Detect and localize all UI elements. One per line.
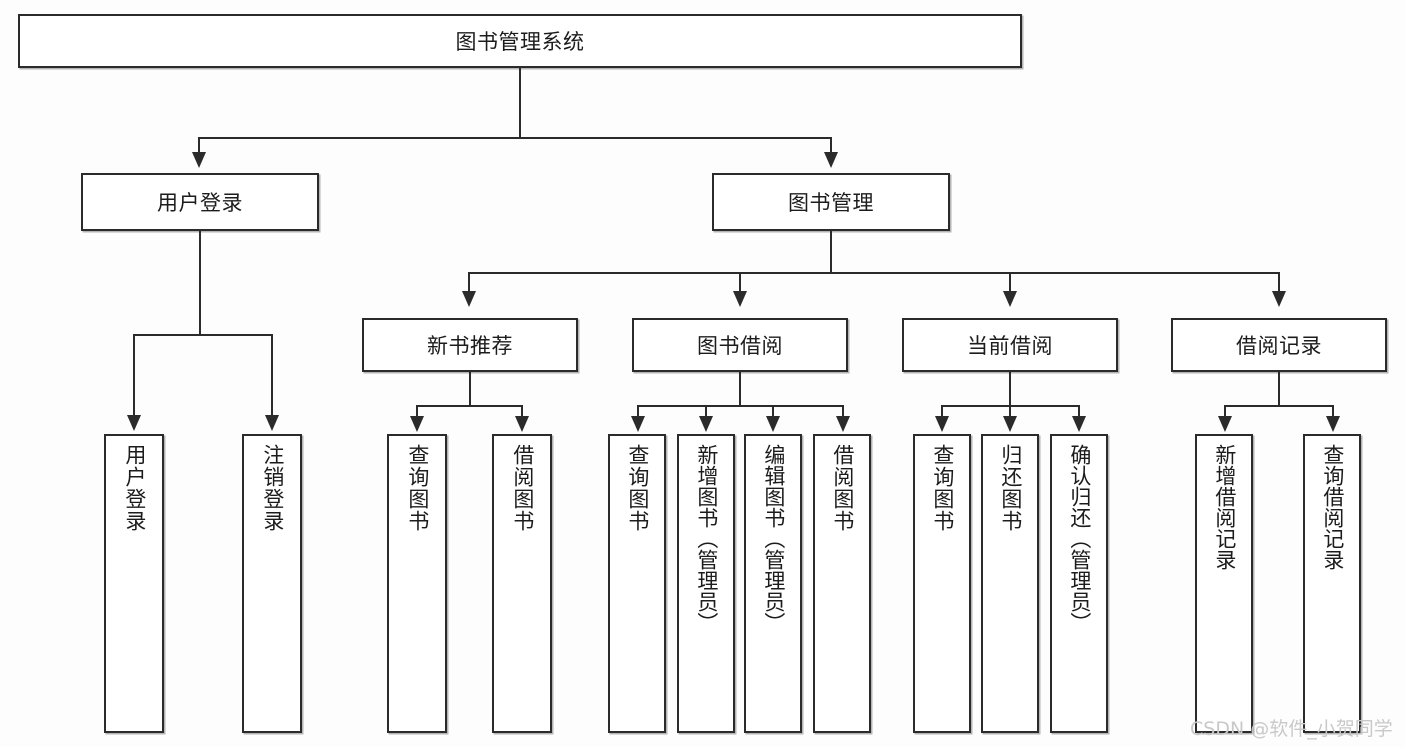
node-book-management[interactable]: 图书管理 xyxy=(712,173,950,231)
connector-cb-stem xyxy=(1009,372,1011,406)
csdn-watermark: CSDN @软件_小贺同学 xyxy=(1190,718,1393,740)
leaf-label: 确认归还（管理员） xyxy=(1067,444,1092,633)
node-root-system[interactable]: 图书管理系统 xyxy=(18,14,1022,68)
connector-root-bar xyxy=(198,137,832,139)
connector-br-drop-2 xyxy=(1332,405,1334,419)
connector-br-bar xyxy=(1224,405,1334,407)
connector-book-management-bar xyxy=(468,272,1280,274)
leaf-query-book-2[interactable]: 查询图书 xyxy=(608,434,666,733)
leaf-label: 注销登录 xyxy=(260,444,285,532)
arrowhead-leaf-borrow-book-1 xyxy=(515,416,529,432)
leaf-edit-book[interactable]: 编辑图书（管理员） xyxy=(744,434,802,733)
connector-bm-drop-1 xyxy=(468,272,470,294)
connector-cb-drop-1 xyxy=(941,405,943,419)
node-label: 当前借阅 xyxy=(967,334,1053,358)
leaf-label: 新增借阅记录 xyxy=(1212,444,1237,570)
arrowhead-book-management xyxy=(824,152,838,168)
leaf-label: 用户登录 xyxy=(122,444,147,532)
arrowhead-leaf-query-book-3 xyxy=(935,416,949,432)
arrowhead-leaf-query-book-1 xyxy=(410,416,424,432)
connector-bm-drop-4 xyxy=(1278,272,1280,294)
connector-nbr-drop-2 xyxy=(521,405,523,419)
arrowhead-leaf-query-book-2 xyxy=(631,416,645,432)
arrowhead-leaf-confirm-return xyxy=(1072,416,1086,432)
node-label: 借阅记录 xyxy=(1236,334,1322,358)
connector-br-stem xyxy=(1278,372,1280,406)
arrowhead-user-login xyxy=(192,152,206,168)
node-user-login[interactable]: 用户登录 xyxy=(81,173,319,231)
arrowhead-borrow-record xyxy=(1272,291,1286,307)
connector-cb-drop-3 xyxy=(1078,405,1080,419)
arrowhead-leaf-query-record xyxy=(1326,416,1340,432)
connector-br-drop-1 xyxy=(1224,405,1226,419)
connector-user-login-drop-2 xyxy=(271,334,273,418)
connector-root-to-user-login xyxy=(198,137,200,155)
connector-nbr-drop-1 xyxy=(416,405,418,419)
connector-bm-drop-3 xyxy=(1009,272,1011,294)
arrowhead-leaf-user-login xyxy=(127,415,141,431)
node-label: 新书推荐 xyxy=(427,334,513,358)
leaf-label: 归还图书 xyxy=(998,444,1023,532)
leaf-label: 编辑图书（管理员） xyxy=(761,444,786,633)
connector-user-login-drop-1 xyxy=(133,334,135,418)
arrowhead-leaf-logout-login xyxy=(265,415,279,431)
node-label: 图书管理系统 xyxy=(455,30,585,54)
node-label: 图书管理 xyxy=(788,191,874,215)
leaf-user-login[interactable]: 用户登录 xyxy=(104,434,164,733)
connector-root-stem xyxy=(519,68,521,138)
leaf-borrow-book-2[interactable]: 借阅图书 xyxy=(813,434,871,733)
arrowhead-book-borrow xyxy=(733,291,747,307)
leaf-logout-login[interactable]: 注销登录 xyxy=(242,434,302,733)
leaf-label: 借阅图书 xyxy=(510,444,535,532)
connector-user-login-stem xyxy=(199,231,201,335)
leaf-label: 查询图书 xyxy=(405,444,430,532)
leaf-add-book[interactable]: 新增图书（管理员） xyxy=(677,434,735,733)
leaf-label: 查询图书 xyxy=(625,444,650,532)
connector-user-login-bar xyxy=(133,334,273,336)
connector-bm-drop-2 xyxy=(739,272,741,294)
node-book-borrow[interactable]: 图书借阅 xyxy=(632,318,848,372)
connector-root-to-book-management xyxy=(830,137,832,155)
leaf-label: 查询图书 xyxy=(930,444,955,532)
connector-bb-bar xyxy=(637,405,844,407)
leaf-label: 查询借阅记录 xyxy=(1320,444,1345,570)
arrowhead-leaf-add-book xyxy=(699,416,713,432)
leaf-return-book[interactable]: 归还图书 xyxy=(981,434,1039,733)
connector-nbr-bar xyxy=(416,405,523,407)
node-new-book-recommend[interactable]: 新书推荐 xyxy=(362,318,578,372)
connector-bb-drop-4 xyxy=(842,405,844,419)
leaf-query-book-3[interactable]: 查询图书 xyxy=(913,434,971,733)
node-borrow-record[interactable]: 借阅记录 xyxy=(1171,318,1387,372)
connector-bb-drop-3 xyxy=(772,405,774,419)
leaf-query-record[interactable]: 查询借阅记录 xyxy=(1303,434,1361,733)
leaf-confirm-return[interactable]: 确认归还（管理员） xyxy=(1050,434,1108,733)
connector-book-management-stem xyxy=(830,231,832,273)
arrowhead-new-book-recommend xyxy=(462,291,476,307)
connector-bb-drop-1 xyxy=(637,405,639,419)
arrowhead-leaf-add-record xyxy=(1218,416,1232,432)
leaf-label: 借阅图书 xyxy=(830,444,855,532)
arrowhead-leaf-borrow-book-2 xyxy=(836,416,850,432)
arrowhead-leaf-edit-book xyxy=(766,416,780,432)
node-current-borrow[interactable]: 当前借阅 xyxy=(902,318,1118,372)
leaf-borrow-book-1[interactable]: 借阅图书 xyxy=(492,434,552,733)
node-label: 图书借阅 xyxy=(697,334,783,358)
leaf-add-record[interactable]: 新增借阅记录 xyxy=(1195,434,1253,733)
node-label: 用户登录 xyxy=(157,191,243,215)
arrowhead-leaf-return-book xyxy=(1003,416,1017,432)
connector-bb-stem xyxy=(739,372,741,406)
connector-nbr-stem xyxy=(469,372,471,406)
leaf-label: 新增图书（管理员） xyxy=(694,444,719,633)
connector-cb-drop-2 xyxy=(1009,405,1011,419)
connector-bb-drop-2 xyxy=(705,405,707,419)
arrowhead-current-borrow xyxy=(1003,291,1017,307)
leaf-query-book-1[interactable]: 查询图书 xyxy=(387,434,447,733)
